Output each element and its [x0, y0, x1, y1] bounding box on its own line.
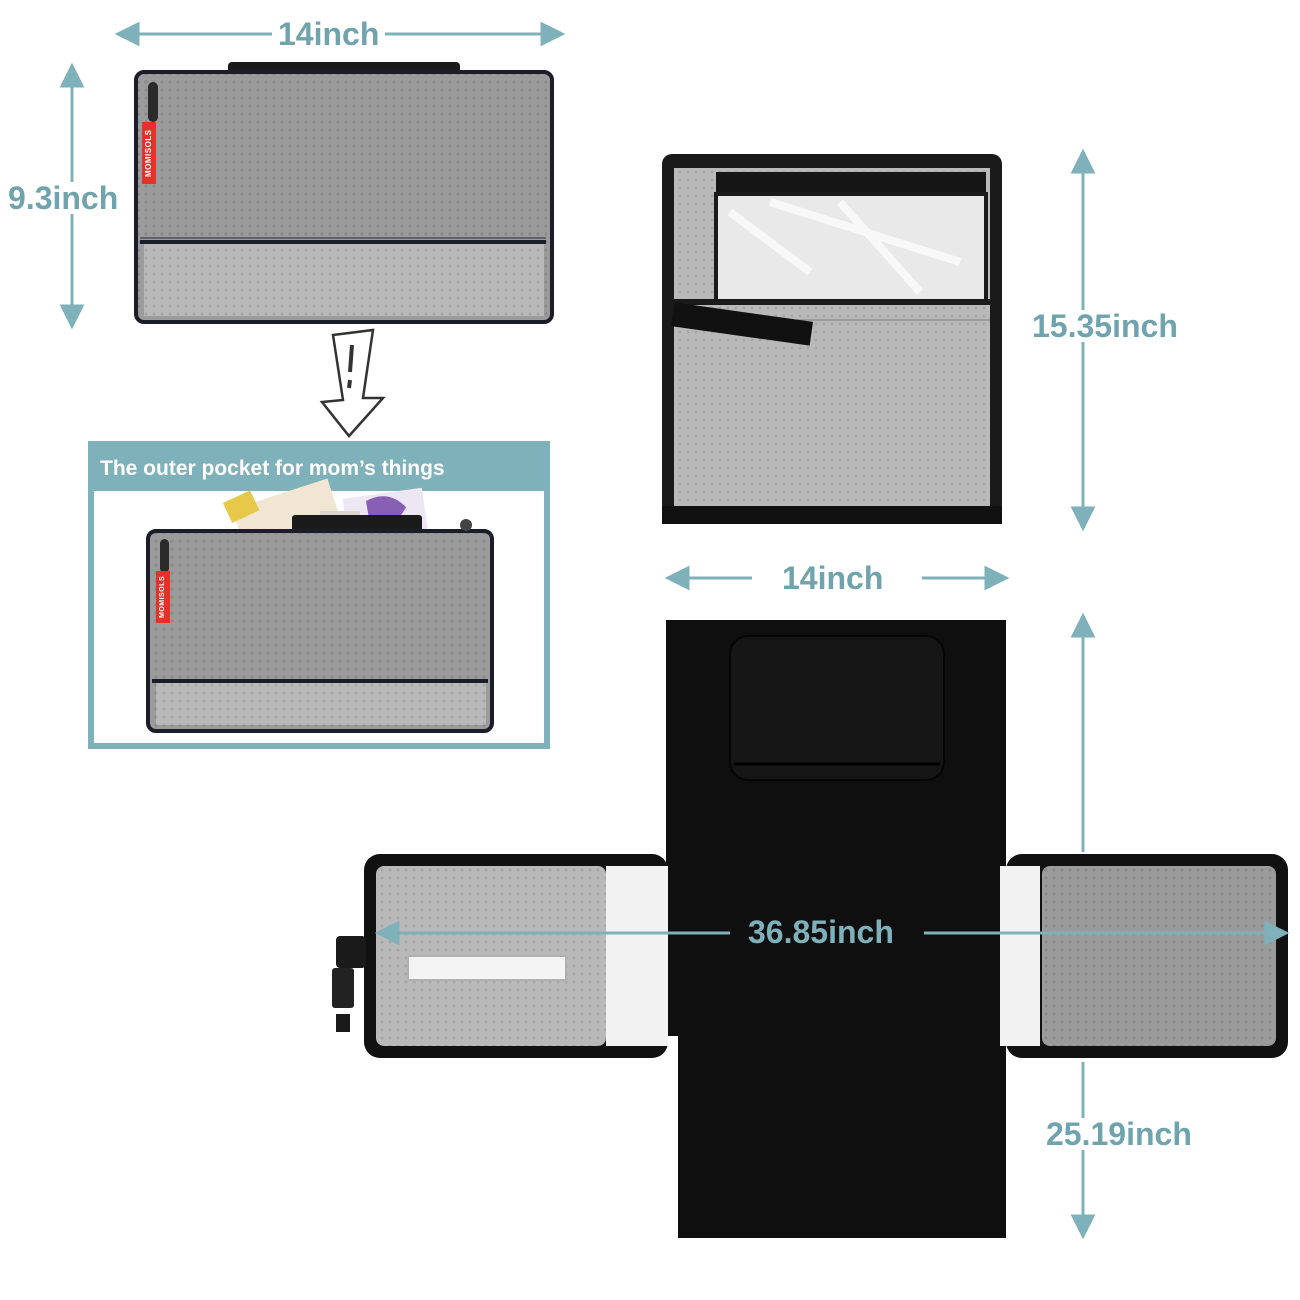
brand-tag: MOMISOLS — [142, 122, 156, 184]
brand-tag: MOMISOLS — [156, 571, 170, 623]
folded-height-label: 9.3inch — [2, 182, 125, 214]
span-width-label: 36.85inch — [742, 916, 900, 948]
open-pocket-drawing — [662, 154, 1002, 524]
buckle-icon — [332, 936, 366, 1032]
pad-width-label: 14inch — [776, 562, 890, 594]
open-pocket-panel — [660, 152, 1006, 528]
folded-width-label: 14inch — [272, 18, 386, 50]
outer-pocket-bag-drawing — [146, 478, 494, 733]
folded-bag: MOMISOLS — [134, 62, 554, 324]
zipper-pull-icon — [148, 82, 158, 122]
pad-height-label: 25.19inch — [1040, 1118, 1198, 1150]
open-pocket-height-label: 15.35inch — [1026, 310, 1184, 342]
folded-bag-drawing — [134, 62, 554, 324]
zipper-pull-icon — [160, 539, 169, 573]
outer-pocket-panel: The outer pocket for mom’s things MOMISO… — [88, 441, 550, 749]
